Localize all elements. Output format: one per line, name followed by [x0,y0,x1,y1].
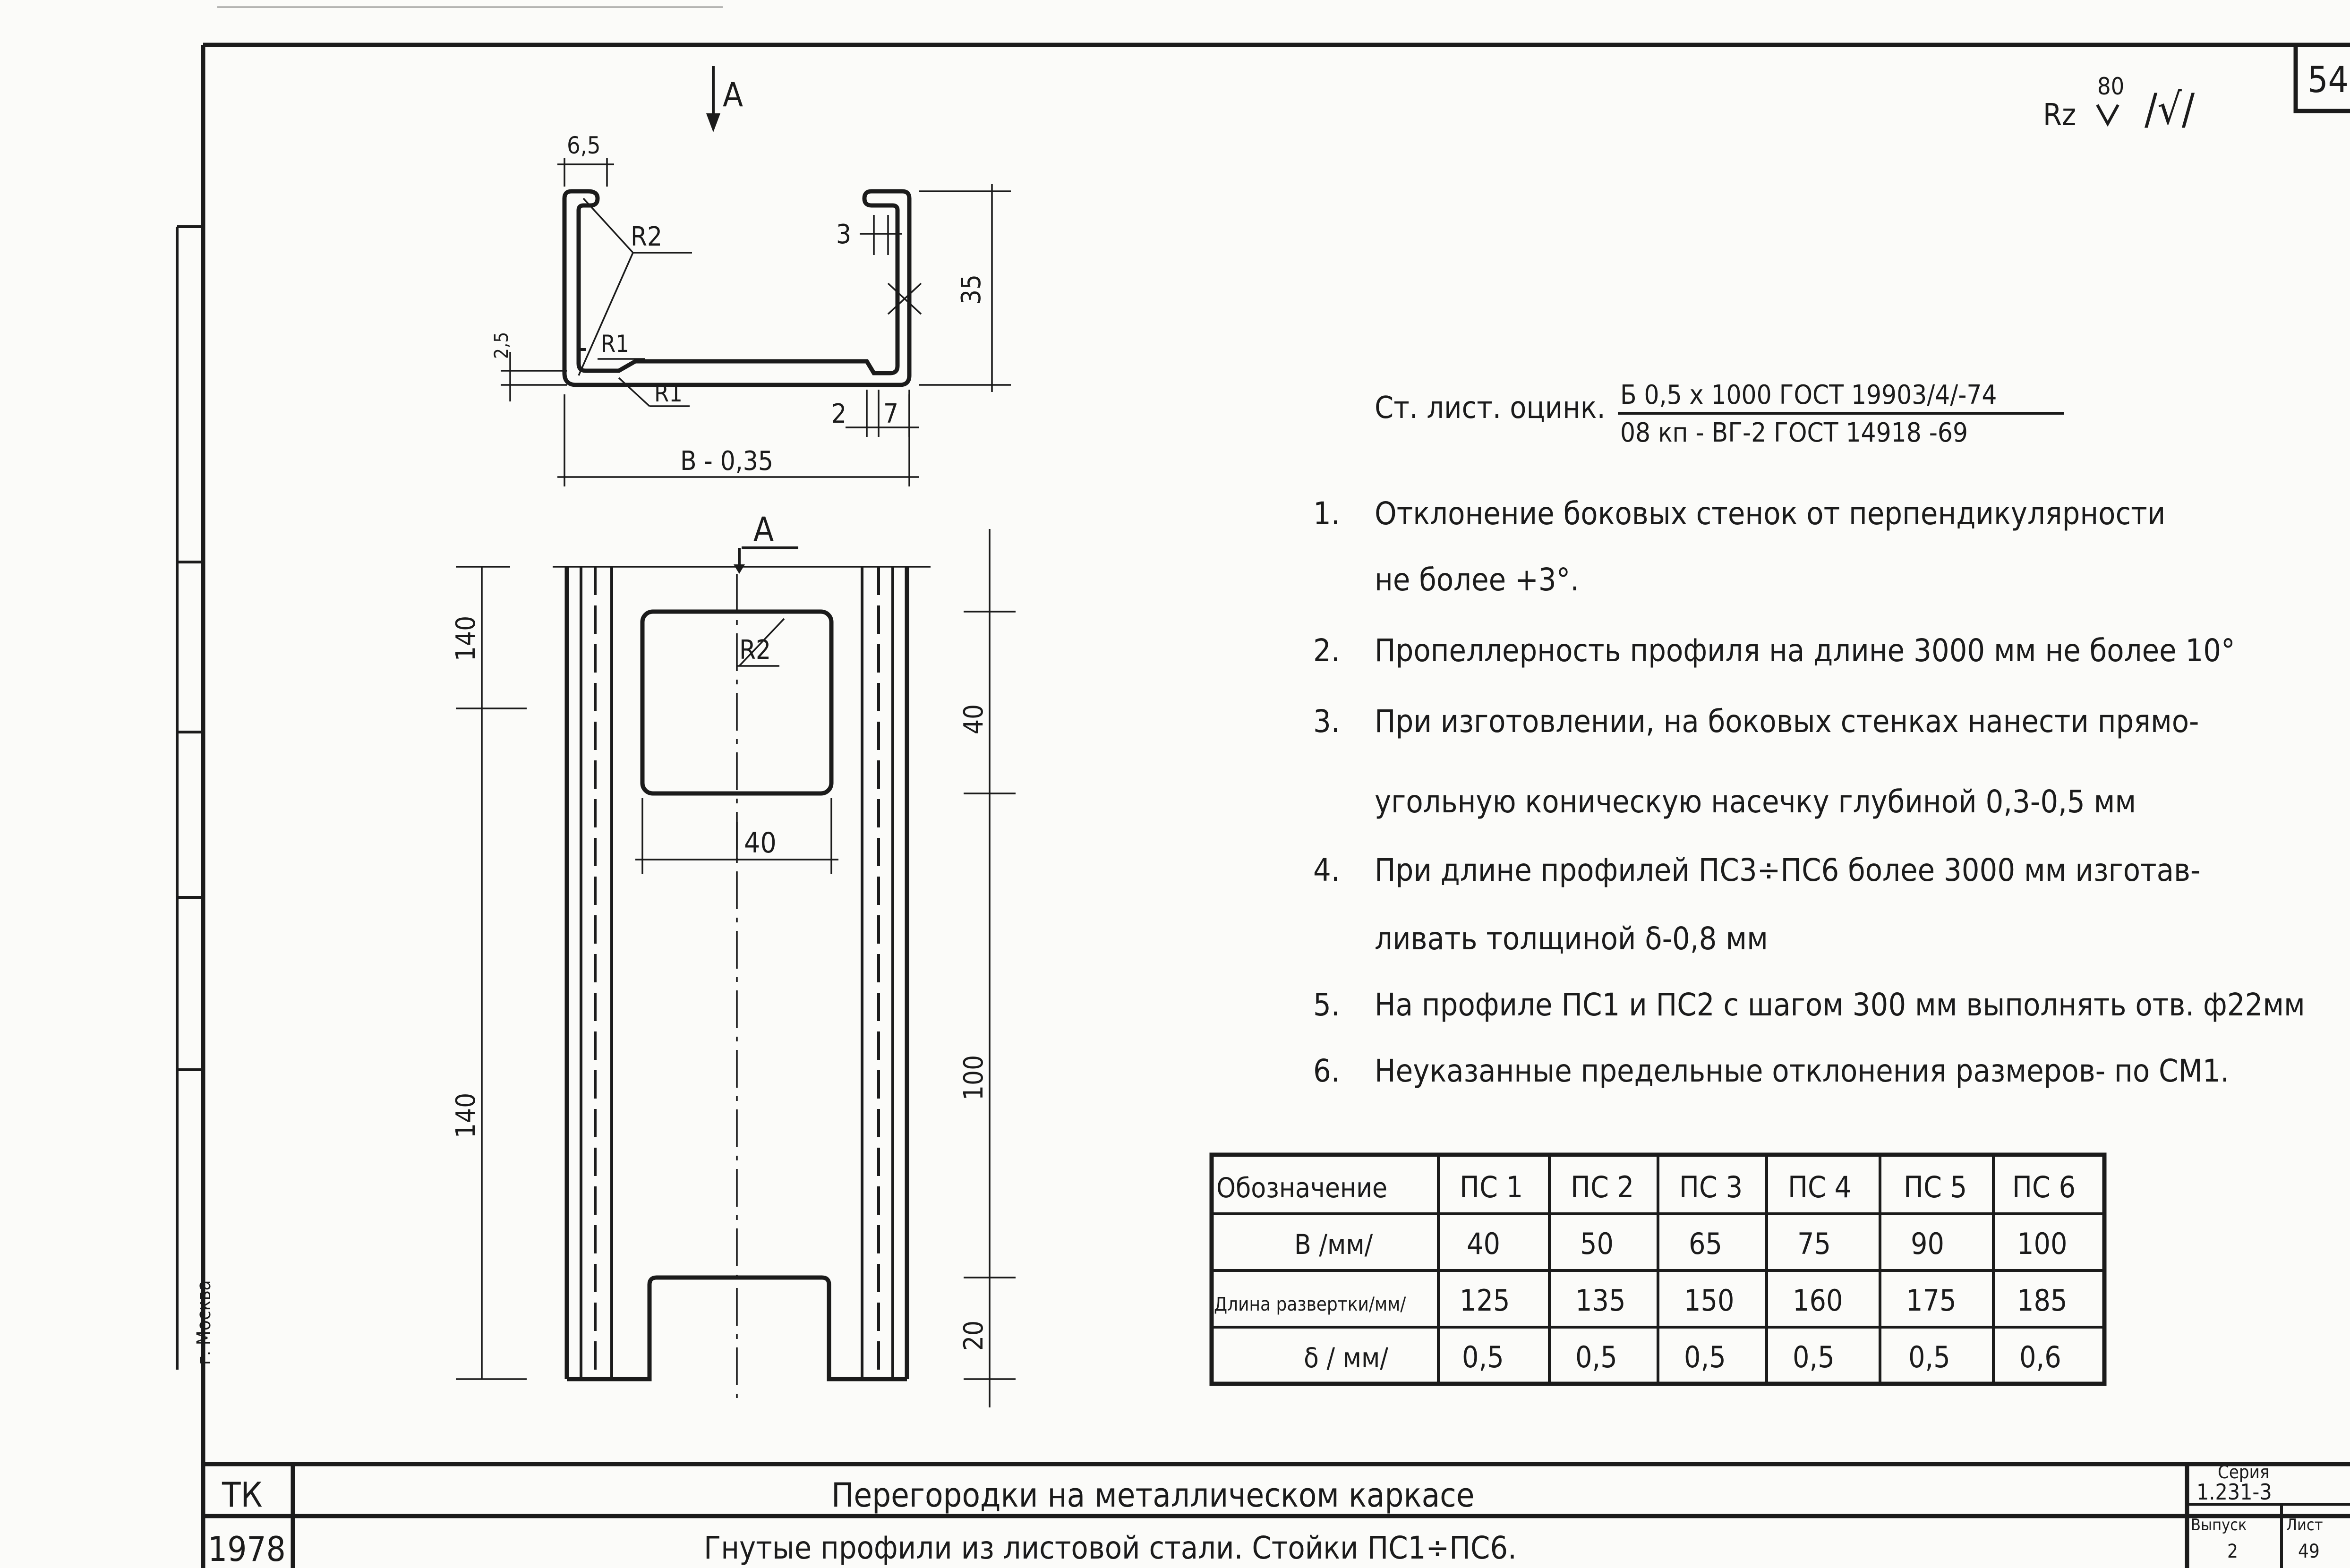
dim-width: B - 0,35 [680,446,773,477]
table-row-2-col-4: 160 [1793,1283,1843,1318]
series-label: Серия [2218,1462,2269,1483]
table-row-1-col-1: 40 [1467,1227,1500,1261]
opening-radius: R2 [739,635,771,665]
opening-width: 40 [744,827,777,860]
drawing-title: Перегородки на металлическом каркасе [831,1476,1475,1515]
profile-section-outline [562,189,912,387]
table-row-1-col-4: 75 [1797,1227,1831,1261]
series-value: 1.231-3 [2196,1479,2272,1505]
dim-groove: 3 [836,219,851,250]
elevation-section-mark: A [753,510,774,549]
note-6-line-1: Неуказанные предельные отклонения размер… [1375,1053,2229,1089]
table-header-col-5: ПС 5 [1904,1170,1967,1204]
sheet-number: 54 [2307,59,2349,101]
table-row-3-col-1: 0,5 [1462,1340,1504,1374]
sheet-frame [176,6,2350,1568]
note-2-line-1: Пропеллерность профиля на длине 3000 мм … [1375,632,2235,669]
material-denominator: 08 кп - ВГ-2 ГОСТ 14918 -69 [1620,418,1968,448]
table-header-designation: Обозначение [1216,1172,1387,1204]
note-4-line-1: При длине профилей ПС3÷ПС6 более 3000 мм… [1375,852,2200,888]
dim-right-b: 7 [883,399,898,429]
table-row-3-col-6: 0,6 [2019,1340,2061,1374]
note-5-num: 5. [1313,987,1340,1023]
dim-lip: 6,5 [567,132,601,159]
table-row-1-col-6: 100 [2017,1227,2067,1261]
table-header-col-6: ПС 6 [2012,1170,2076,1204]
title-code: ТК [222,1475,263,1515]
dim-radius-top: R2 [631,222,662,252]
note-4-num: 4. [1313,852,1340,888]
table-header-col-2: ПС 2 [1571,1170,1634,1204]
table-row-1-label: B /мм/ [1294,1228,1373,1261]
bottom-notch [612,1275,862,1381]
table-row-2-col-6: 185 [2017,1283,2067,1318]
dim-radius-bottom2: R1 [654,380,683,407]
note-3-line-1: При изготовлении, на боковых стенках нан… [1375,703,2199,740]
note-3-num: 3. [1313,703,1340,740]
sheet-label: Лист [2286,1516,2323,1534]
table-row-1-col-5: 90 [1911,1227,1944,1261]
dim-left-top: 140 [451,616,481,661]
cross-section-view: A 6,5 R2 R1 R1 2,5 3 [491,66,1011,486]
margin-stamp: г. Москва [193,1280,215,1365]
note-1-line-1: Отклонение боковых стенок от перпендикул… [1375,495,2165,532]
note-1-num: 1. [1313,495,1340,532]
note-3-line-2: угольную коническую насечку глубиной 0,3… [1375,784,2136,820]
dim-right-bottom: 20 [958,1321,989,1351]
elevation-view: A R2 40 140 140 [451,510,1016,1407]
dim-radius-bottom: R1 [601,330,629,358]
dim-right-mid: 100 [958,1055,989,1100]
table-header-col-4: ПС 4 [1788,1170,1851,1204]
note-5-line-1: На профиле ПС1 и ПС2 с шагом 300 мм выпо… [1375,987,2305,1023]
note-1-line-2: не более +3°. [1375,562,1579,598]
material-numerator: Б 0,5 х 1000 ГОСТ 19903/4/-74 [1620,380,1997,410]
title-block: ТК 1978 Перегородки на металлическом кар… [208,1462,2323,1568]
note-4-line-2: ливать толщиной δ-0,8 мм [1375,920,1768,957]
notes-list: 1. Отклонение боковых стенок от перпенди… [1313,495,2305,1089]
dim-height: 35 [956,274,987,305]
table-row-1-col-3: 65 [1689,1227,1722,1261]
table-header-col-1: ПС 1 [1460,1170,1523,1204]
note-6-num: 6. [1313,1053,1340,1089]
table-row-3-col-5: 0,5 [1908,1340,1950,1374]
section-label: A [723,76,743,114]
roughness-value: 80 [2097,73,2124,100]
dim-right-a: 2 [831,399,846,429]
dim-left-bottom: 140 [451,1093,481,1138]
web-opening [640,609,834,796]
material-spec: Ст. лист. оцинк. Б 0,5 х 1000 ГОСТ 19903… [1375,380,2064,448]
dim-lip-offset: 2,5 [491,332,513,359]
table-header-col-3: ПС 3 [1679,1170,1743,1204]
roughness-suffix: /√/ [2145,85,2195,134]
table-row-2-col-1: 125 [1460,1283,1510,1318]
issue-value: 2 [2227,1541,2238,1562]
issue-label: Выпуск [2191,1516,2247,1534]
table-row-2-label: Длина развертки/мм/ [1214,1294,1406,1315]
table-row-2-col-5: 175 [1906,1283,1956,1318]
note-2-num: 2. [1313,632,1340,669]
sheet-number-box: 54 [2293,47,2350,113]
sheet-value: 49 [2298,1541,2320,1562]
drawing-subtitle: Гнутые профили из листовой стали. Стойки… [704,1530,1517,1566]
table-row-1-col-2: 50 [1580,1227,1614,1261]
roughness-prefix: Rz [2043,98,2076,133]
table-row-3-col-3: 0,5 [1684,1340,1726,1374]
dim-right-top: 40 [958,704,989,734]
title-year: 1978 [208,1529,286,1568]
table-row-2-col-3: 150 [1684,1283,1734,1318]
table-row-2-col-2: 135 [1575,1283,1625,1318]
table-row-3-label: δ / мм/ [1304,1342,1388,1374]
profile-table: Обозначение ПС 1 ПС 2 ПС 3 ПС 4 ПС 5 ПС … [1209,1152,2107,1386]
material-prefix: Ст. лист. оцинк. [1375,391,1606,426]
table-row-3-col-4: 0,5 [1793,1340,1835,1374]
roughness-symbol: Rz 80 /√/ [2043,73,2195,134]
table-row-3-col-2: 0,5 [1575,1340,1617,1374]
